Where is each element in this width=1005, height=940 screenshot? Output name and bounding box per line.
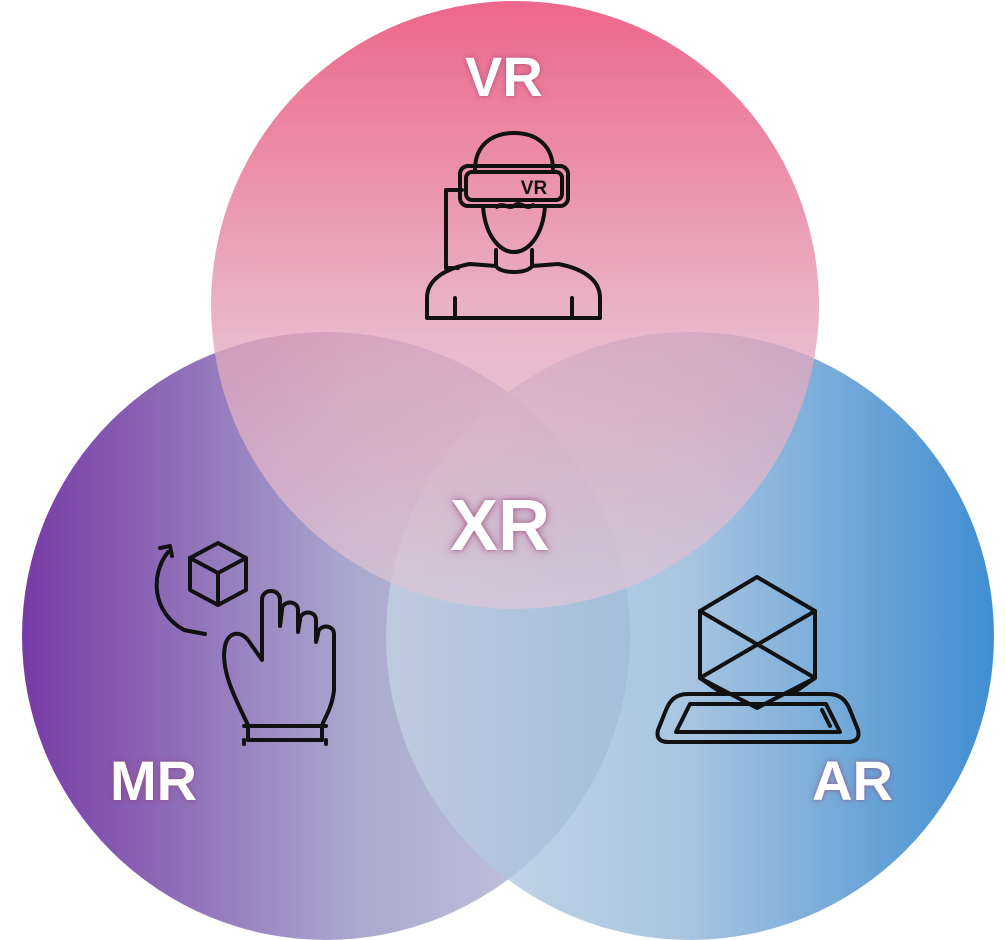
mr-label: MR [110,749,198,812]
xr-center-label: XR [450,486,551,566]
vr-label: VR [465,45,543,108]
ar-label: AR [812,749,893,812]
vr-headset-badge: VR [521,178,548,199]
hand-rotating-cube-icon [154,541,336,746]
vr-circle [211,1,819,609]
vr-headset-person-icon [425,131,602,320]
phone-projecting-cube-icon [655,575,861,744]
